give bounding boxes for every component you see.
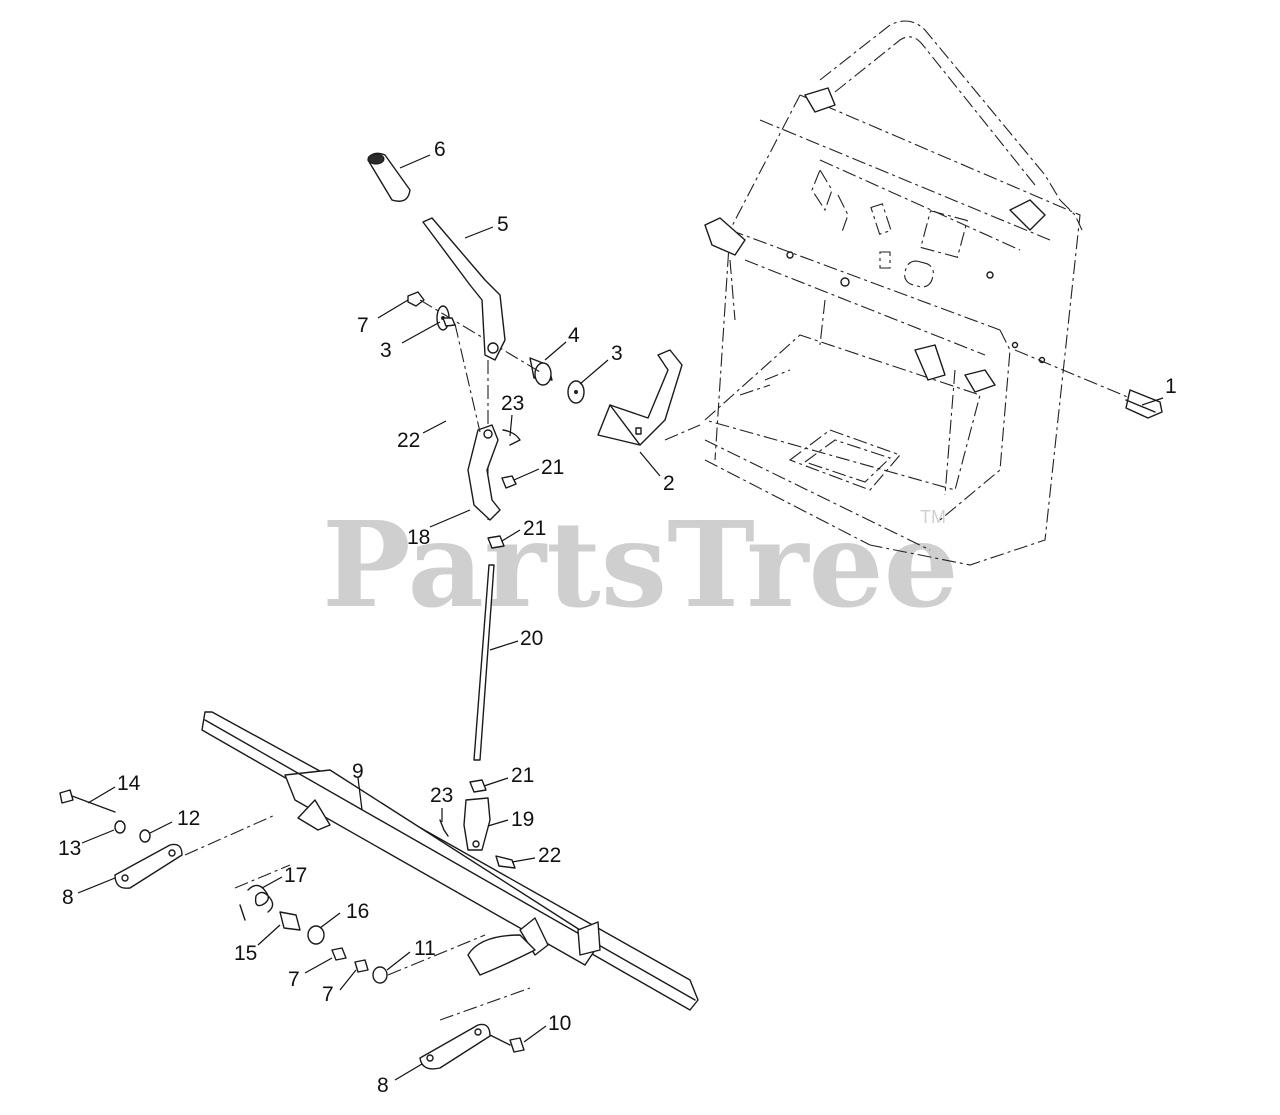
- callout-10: 10: [548, 1012, 571, 1035]
- part-10-bolt: [489, 1034, 525, 1053]
- callout-20: 20: [520, 627, 543, 650]
- part-16-washer: [307, 925, 325, 945]
- part-2-bracket: [597, 349, 701, 446]
- part-22-pin-top: [442, 317, 481, 433]
- part-6-grip: [367, 152, 411, 202]
- callout-8: 8: [62, 886, 74, 909]
- part-5-lever: [422, 217, 506, 520]
- part-19-clevis: [463, 797, 491, 851]
- part-9-crossbar: [201, 711, 699, 1011]
- callout-21: 21: [511, 764, 534, 787]
- callout-21: 21: [541, 456, 564, 479]
- callout-21: 21: [523, 517, 546, 540]
- callout-9: 9: [352, 760, 364, 783]
- callout-19: 19: [511, 808, 534, 831]
- callout-17: 17: [284, 864, 307, 887]
- part-17-spring: [234, 864, 291, 921]
- part-7-nut-top: [407, 291, 425, 307]
- part-4-bushing: [529, 357, 553, 386]
- part-23-clip-bottom: [439, 819, 449, 837]
- watermark-trademark: TM: [920, 507, 946, 527]
- part-7-nut-lower: [354, 959, 369, 973]
- callout-5: 5: [497, 213, 509, 236]
- part-23-clip-top: [502, 429, 521, 446]
- callout-23: 23: [501, 392, 524, 415]
- part-14-bolt: [59, 789, 116, 813]
- callout-7: 7: [322, 983, 334, 1006]
- part-3-washer-right: [567, 380, 585, 404]
- callout-8: 8: [377, 1074, 389, 1097]
- part-8-plate-upper: [114, 814, 276, 889]
- part-18-arm: [467, 424, 501, 521]
- callout-7: 7: [357, 314, 369, 337]
- part-15-bushing: [279, 911, 301, 931]
- callouts: 1 2 3 3 4 5 6 7 7 7 8 8 9 10 11 12 13 14…: [58, 138, 1177, 1097]
- callout-14: 14: [117, 772, 141, 795]
- part-21-nut-middle: [487, 535, 505, 549]
- part-22-pin-bottom: [495, 855, 516, 869]
- callout-16: 16: [346, 900, 369, 923]
- callout-4: 4: [568, 324, 580, 347]
- part-21-nut-lower: [469, 779, 487, 793]
- callout-3: 3: [380, 339, 392, 362]
- frame-assembly: [704, 20, 1083, 566]
- callout-6: 6: [434, 138, 446, 161]
- callout-23: 23: [430, 784, 453, 807]
- part-20-rod: [473, 564, 495, 761]
- watermark-logo: PartsTree: [322, 495, 959, 634]
- leader-lines: [77, 154, 1164, 1081]
- callout-11: 11: [414, 937, 436, 960]
- part-guide-bracket: [467, 934, 536, 976]
- callout-2: 2: [663, 472, 675, 495]
- callout-22: 22: [538, 844, 561, 867]
- callout-12: 12: [177, 807, 200, 830]
- callout-15: 15: [234, 942, 257, 965]
- part-1-bolt: [1014, 349, 1163, 419]
- callout-22: 22: [397, 429, 420, 452]
- part-8-plate-lower: [419, 987, 531, 1070]
- part-11-spacer: [372, 934, 486, 984]
- part-21-nut-upper: [501, 475, 517, 489]
- part-7-nut-middle: [331, 947, 347, 961]
- callout-13: 13: [58, 837, 81, 860]
- part-13-washer: [114, 820, 126, 834]
- callout-18: 18: [407, 526, 430, 549]
- part-12-spacer: [139, 829, 151, 843]
- callout-1: 1: [1165, 375, 1177, 398]
- callout-3: 3: [611, 342, 623, 365]
- callout-7: 7: [288, 968, 300, 991]
